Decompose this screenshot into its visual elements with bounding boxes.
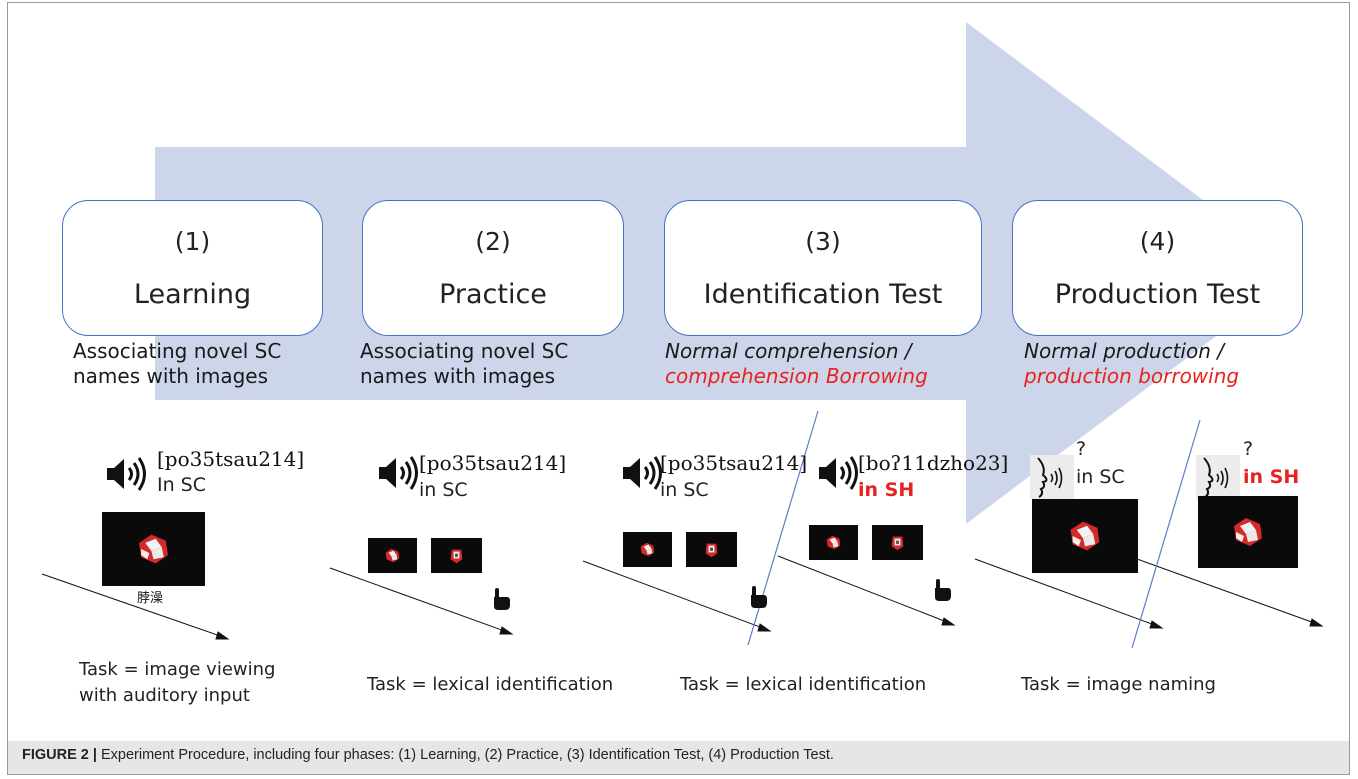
- speaking-face-icon: [1196, 455, 1240, 499]
- option-image[interactable]: [623, 532, 672, 567]
- description-line: names with images: [360, 364, 555, 388]
- option-image[interactable]: [809, 525, 858, 560]
- task-line: Task = image viewing: [79, 659, 276, 680]
- timeline-arrow-2: [329, 567, 511, 634]
- phase-number: (2): [475, 227, 511, 256]
- phase-box-learning: (1) Learning: [62, 200, 323, 336]
- description-line: Normal production /: [1024, 339, 1224, 363]
- ipa-label: [po35tsau214]: [660, 451, 808, 475]
- phase-box-identification: (3) Identification Test: [664, 200, 982, 336]
- pointing-hand-icon: [494, 588, 510, 610]
- pointing-hand-icon: [751, 586, 767, 608]
- figure-frame: [7, 2, 1350, 775]
- description-line: Associating novel SC: [73, 339, 282, 363]
- figure-caption: FIGURE 2 | Experiment Procedure, includi…: [22, 747, 834, 763]
- phase-description-practice: Associating novel SC names with images: [360, 339, 568, 389]
- option-image[interactable]: [368, 538, 417, 573]
- language-label: in SC: [419, 479, 468, 501]
- language-label: In SC: [157, 474, 207, 496]
- phase-name: Practice: [439, 279, 547, 310]
- phase-description-learning: Associating novel SC names with images: [73, 339, 281, 389]
- phase-box-practice: (2) Practice: [362, 200, 624, 336]
- phase-number: (3): [805, 227, 841, 256]
- language-label-red: in SH: [1243, 466, 1300, 488]
- caption-text: Experiment Procedure, including four pha…: [96, 747, 834, 763]
- phase-name: Identification Test: [703, 279, 943, 310]
- language-label: in SC: [1076, 466, 1125, 488]
- timeline-arrow-4b: [1136, 558, 1321, 626]
- task-label-practice: Task = lexical identification: [367, 674, 614, 695]
- object-image: [102, 512, 205, 586]
- timeline-arrow-1: [41, 573, 227, 639]
- phase-description-production: Normal production / production borrowing: [1024, 339, 1239, 389]
- ipa-label: [po35tsau214]: [157, 447, 305, 471]
- task-label-production: Task = image naming: [1021, 674, 1216, 695]
- pointing-hand-icon: [935, 579, 951, 601]
- divider-line-3: [747, 410, 819, 646]
- chinese-label: 脖澡: [137, 591, 164, 606]
- task-line: with auditory input: [79, 685, 250, 706]
- task-label-identification: Task = lexical identification: [680, 674, 927, 695]
- object-image: [1198, 496, 1298, 568]
- divider-line-4: [1131, 419, 1201, 649]
- description-line-red: production borrowing: [1024, 364, 1240, 388]
- speaker-icon: [107, 457, 146, 491]
- option-image[interactable]: [431, 538, 482, 573]
- description-line: names with images: [73, 364, 268, 388]
- caption-label: FIGURE 2 |: [22, 747, 97, 763]
- language-label-red: in SH: [858, 479, 915, 501]
- caption-bar: [8, 741, 1349, 774]
- option-image[interactable]: [686, 532, 737, 567]
- speaking-face-icon: [1030, 455, 1074, 499]
- option-image[interactable]: [872, 525, 923, 560]
- ipa-label: [boʔ11dzho23]: [858, 451, 1009, 475]
- question-mark: ?: [1076, 438, 1087, 460]
- speaker-icon: [623, 456, 662, 490]
- description-line: Normal comprehension /: [665, 339, 912, 363]
- timeline-arrow-4a: [974, 558, 1161, 628]
- timeline-arrow-3b: [777, 555, 953, 625]
- phase-number: (4): [1139, 227, 1176, 256]
- object-image: [1032, 499, 1138, 573]
- task-label-learning: Task = image viewing with auditory input: [79, 657, 275, 709]
- ipa-label: [po35tsau214]: [419, 451, 567, 475]
- phase-description-identification: Normal comprehension / comprehension Bor…: [665, 339, 928, 389]
- speaker-icon: [379, 456, 418, 490]
- phase-name: Production Test: [1054, 279, 1261, 310]
- phase-box-production: (4) Production Test: [1012, 200, 1303, 336]
- timeline-arrow-3a: [582, 560, 769, 631]
- phase-name: Learning: [133, 279, 252, 310]
- speaker-icon: [819, 456, 858, 490]
- language-label: in SC: [660, 479, 709, 501]
- description-line-red: comprehension Borrowing: [665, 364, 928, 388]
- question-mark: ?: [1243, 438, 1254, 460]
- description-line: Associating novel SC: [360, 339, 569, 363]
- phase-number: (1): [174, 227, 211, 256]
